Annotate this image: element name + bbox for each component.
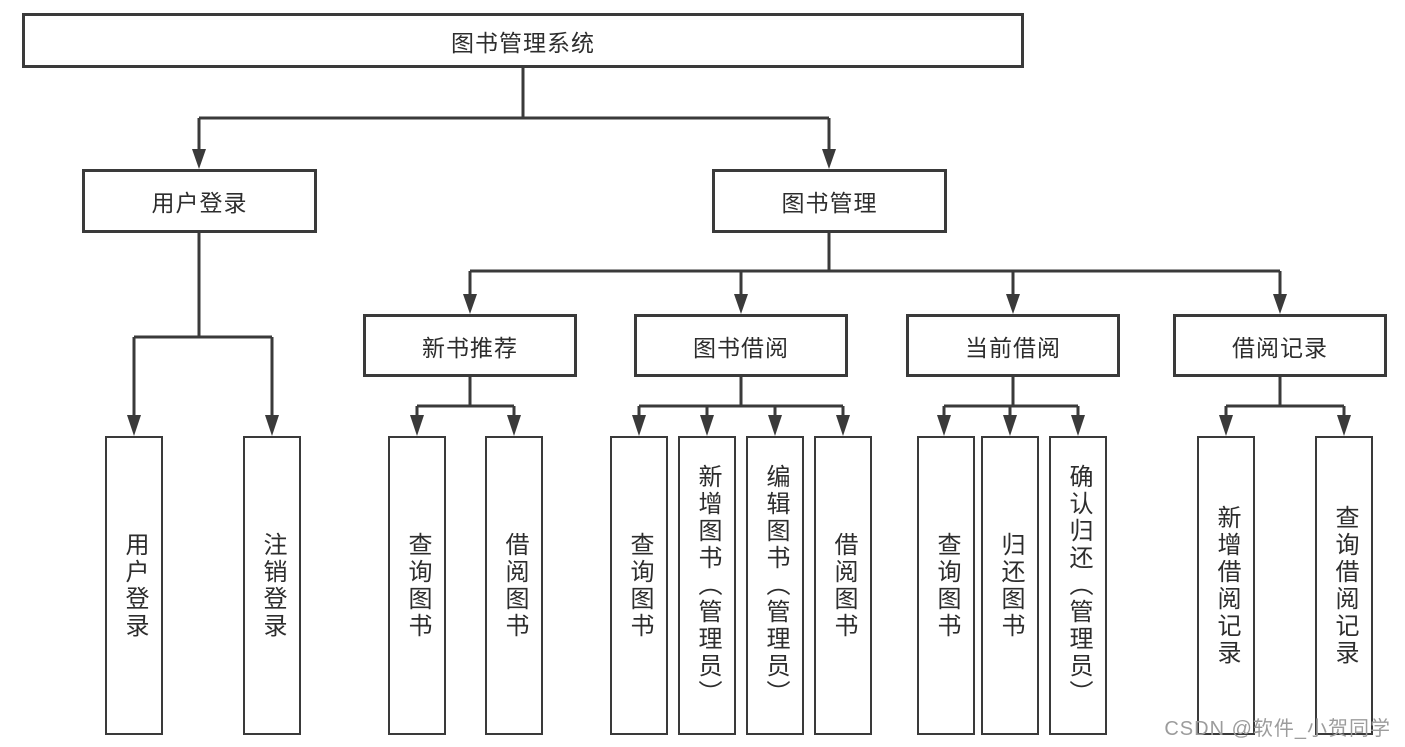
leaf-add-books-admin-label: 新增图书（管理员）	[694, 464, 721, 707]
leaf-search-books-recommend: 查询图书	[388, 436, 446, 735]
node-current-borrowing: 当前借阅	[906, 314, 1120, 377]
leaf-borrow-books-recommend: 借阅图书	[485, 436, 543, 735]
leaf-confirm-return-admin: 确认归还（管理员）	[1049, 436, 1107, 735]
node-borrow-records: 借阅记录	[1173, 314, 1387, 377]
leaf-confirm-return-admin-label: 确认归还（管理员）	[1065, 464, 1092, 707]
leaf-logout: 注销登录	[243, 436, 301, 735]
leaf-search-books-borrowing-label: 查询图书	[626, 531, 653, 640]
leaf-borrow-books: 借阅图书	[814, 436, 872, 735]
leaf-edit-books-admin-label: 编辑图书（管理员）	[762, 464, 789, 707]
leaf-search-borrow-record: 查询借阅记录	[1315, 436, 1373, 735]
node-root-system: 图书管理系统	[22, 13, 1024, 68]
leaf-search-books-current: 查询图书	[917, 436, 975, 735]
leaf-borrow-books-recommend-label: 借阅图书	[501, 531, 528, 640]
leaf-logout-label: 注销登录	[259, 531, 286, 640]
node-book-management-label: 图书管理	[781, 190, 878, 216]
leaf-add-borrow-record-label: 新增借阅记录	[1213, 504, 1240, 667]
node-borrow-records-label: 借阅记录	[1232, 334, 1328, 361]
node-new-book-recommend: 新书推荐	[363, 314, 577, 377]
node-root-label: 图书管理系统	[451, 29, 595, 56]
leaf-user-login: 用户登录	[105, 436, 163, 735]
leaf-search-books-borrowing: 查询图书	[610, 436, 668, 735]
leaf-return-books-label: 归还图书	[997, 531, 1024, 640]
arrowheads	[127, 149, 1351, 436]
leaf-search-books-recommend-label: 查询图书	[404, 531, 431, 640]
leaf-search-books-current-label: 查询图书	[933, 531, 960, 640]
node-book-borrowing-label: 图书借阅	[693, 334, 789, 361]
node-user-login-label: 用户登录	[151, 190, 248, 216]
leaf-return-books: 归还图书	[981, 436, 1039, 735]
leaf-borrow-books-label: 借阅图书	[830, 531, 857, 640]
leaf-user-login-label: 用户登录	[121, 531, 148, 640]
node-current-borrowing-label: 当前借阅	[965, 334, 1061, 361]
leaf-edit-books-admin: 编辑图书（管理员）	[746, 436, 804, 735]
node-user-login: 用户登录	[82, 169, 317, 233]
leaf-search-borrow-record-label: 查询借阅记录	[1331, 504, 1358, 667]
node-new-book-recommend-label: 新书推荐	[422, 334, 518, 361]
node-book-borrowing: 图书借阅	[634, 314, 848, 377]
node-book-management: 图书管理	[712, 169, 947, 233]
csdn-watermark: CSDN @软件_小贺同学	[1164, 718, 1391, 740]
leaf-add-borrow-record: 新增借阅记录	[1197, 436, 1255, 735]
leaf-add-books-admin: 新增图书（管理员）	[678, 436, 736, 735]
